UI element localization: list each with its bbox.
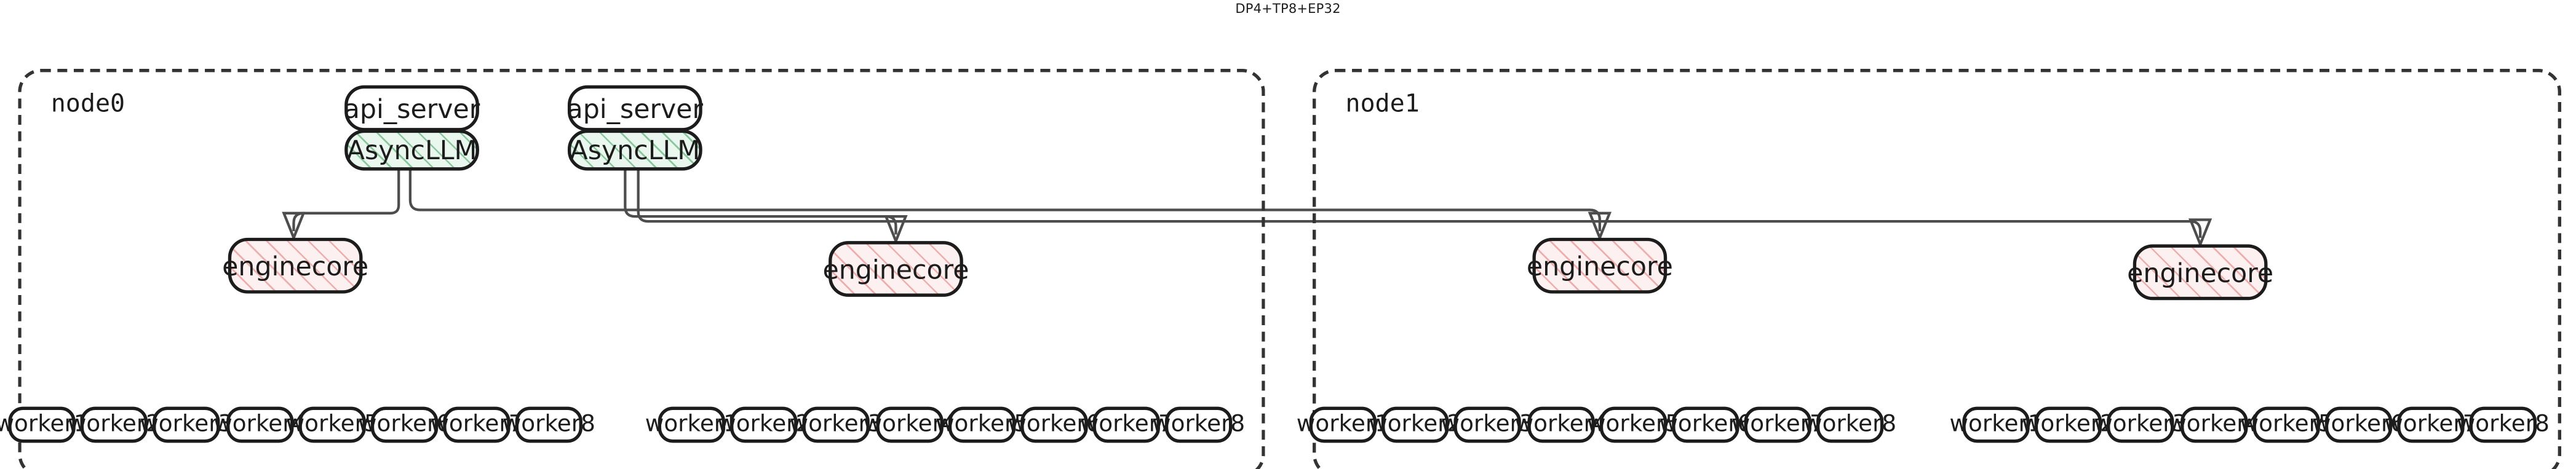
node-label: worker6 (357, 411, 451, 438)
node-label: worker2 (2021, 411, 2115, 438)
node-label: worker1 (0, 411, 89, 438)
node-label: worker8 (2456, 411, 2550, 438)
node-worker[interactable]: worker6 (358, 406, 451, 443)
node-enginecore[interactable]: enginecore (2127, 244, 2273, 301)
node-label: worker4 (1514, 411, 1608, 438)
node-worker[interactable]: worker1 (645, 406, 738, 443)
node-label: worker6 (1659, 411, 1752, 438)
node-worker[interactable]: worker4 (864, 406, 956, 443)
node-label: worker7 (1079, 411, 1173, 438)
node-label: worker5 (1586, 411, 1680, 438)
node-label: worker5 (285, 411, 379, 438)
node-worker[interactable]: worker5 (936, 406, 1028, 443)
node-worker[interactable]: worker4 (1515, 406, 1608, 443)
node-label: worker8 (1152, 411, 1246, 438)
node-worker[interactable]: worker5 (286, 406, 379, 443)
worker-group: worker1 worker2 worker3 worker4 worker5 … (1297, 406, 1896, 443)
worker-group: worker1 worker2 worker3 worker4 worker5 … (0, 406, 595, 443)
node-worker[interactable]: worker7 (2384, 406, 2477, 443)
node-worker[interactable]: worker3 (140, 406, 233, 443)
node-label: worker1 (1296, 411, 1389, 438)
node-worker[interactable]: worker2 (1369, 406, 1461, 443)
node-worker[interactable]: worker1 (1949, 406, 2043, 443)
node-worker[interactable]: worker4 (2168, 406, 2260, 443)
node-worker[interactable]: worker8 (1152, 406, 1245, 443)
node-label: worker3 (1441, 411, 1534, 438)
node-label: worker1 (1949, 411, 2043, 438)
node-label: AsyncLLM (346, 134, 477, 166)
node-worker[interactable]: worker8 (1803, 406, 1896, 443)
node-api-server[interactable]: api_server (343, 85, 480, 132)
node-label: worker4 (213, 411, 307, 438)
page-title: DP4+TP8+EP32 (1235, 1, 1341, 16)
node-label: worker8 (1803, 411, 1897, 438)
node-worker[interactable]: worker3 (790, 406, 883, 443)
node-worker[interactable]: worker7 (1080, 406, 1173, 443)
node-label: worker3 (140, 411, 233, 438)
node-label: worker6 (1008, 411, 1101, 438)
node-worker[interactable]: worker2 (717, 406, 810, 443)
node-enginecore[interactable]: enginecore (822, 241, 969, 297)
node-worker[interactable]: worker2 (68, 406, 161, 443)
node-label: worker4 (2168, 411, 2261, 438)
node-label: AsyncLLM (570, 134, 701, 166)
node-worker[interactable]: worker2 (2022, 406, 2115, 443)
node-label: worker1 (645, 411, 738, 438)
node-worker[interactable]: worker5 (2240, 406, 2333, 443)
cluster-node0-label: node0 (50, 89, 125, 119)
node-worker[interactable]: worker4 (213, 406, 306, 443)
node-label: worker2 (1369, 411, 1462, 438)
node-worker[interactable]: worker5 (1587, 406, 1680, 443)
node-worker[interactable]: worker3 (2094, 406, 2187, 443)
node-async-llm[interactable]: AsyncLLM (567, 129, 702, 171)
node-worker[interactable]: worker6 (1008, 406, 1100, 443)
worker-group: worker1 worker2 worker3 worker4 worker5 … (645, 406, 1245, 443)
node-label: worker7 (430, 411, 523, 438)
node-label: enginecore (2127, 256, 2274, 288)
node-label: worker8 (502, 411, 595, 438)
node-label: worker6 (2312, 411, 2406, 438)
cluster-node1-label: node1 (1345, 89, 1420, 119)
node-label: worker7 (2384, 411, 2478, 438)
node-label: enginecore (822, 253, 969, 285)
node-label: worker4 (863, 411, 956, 438)
node-worker[interactable]: worker7 (1731, 406, 1824, 443)
node-async-llm[interactable]: AsyncLLM (344, 129, 479, 171)
node-worker[interactable]: worker7 (430, 406, 523, 443)
node-label: worker5 (2240, 411, 2333, 438)
node-label: api_server (566, 92, 704, 124)
node-enginecore[interactable]: enginecore (222, 237, 368, 294)
node-label: worker2 (717, 411, 811, 438)
node-label: enginecore (222, 250, 369, 282)
node-label: worker3 (789, 411, 883, 438)
node-worker[interactable]: worker8 (503, 406, 595, 443)
node-api-server[interactable]: api_server (566, 85, 704, 132)
node-worker[interactable]: worker1 (0, 406, 89, 443)
node-worker[interactable]: worker6 (1659, 406, 1752, 443)
node-label: worker2 (67, 411, 161, 438)
node-worker[interactable]: worker8 (2457, 406, 2550, 443)
node-label: enginecore (1526, 250, 1673, 282)
node-label: api_server (343, 92, 480, 124)
node-worker[interactable]: worker1 (1297, 406, 1389, 443)
worker-group: worker1 worker2 worker3 worker4 worker5 … (1949, 406, 2550, 443)
node-label: worker7 (1731, 411, 1824, 438)
cluster-node0: node0 (18, 69, 1265, 469)
node-worker[interactable]: worker6 (2312, 406, 2405, 443)
node-label: worker5 (935, 411, 1029, 438)
node-worker[interactable]: worker3 (1441, 406, 1534, 443)
cluster-node1: node1 (1313, 69, 2561, 469)
node-enginecore[interactable]: enginecore (1527, 237, 1673, 294)
node-label: worker3 (2094, 411, 2187, 438)
